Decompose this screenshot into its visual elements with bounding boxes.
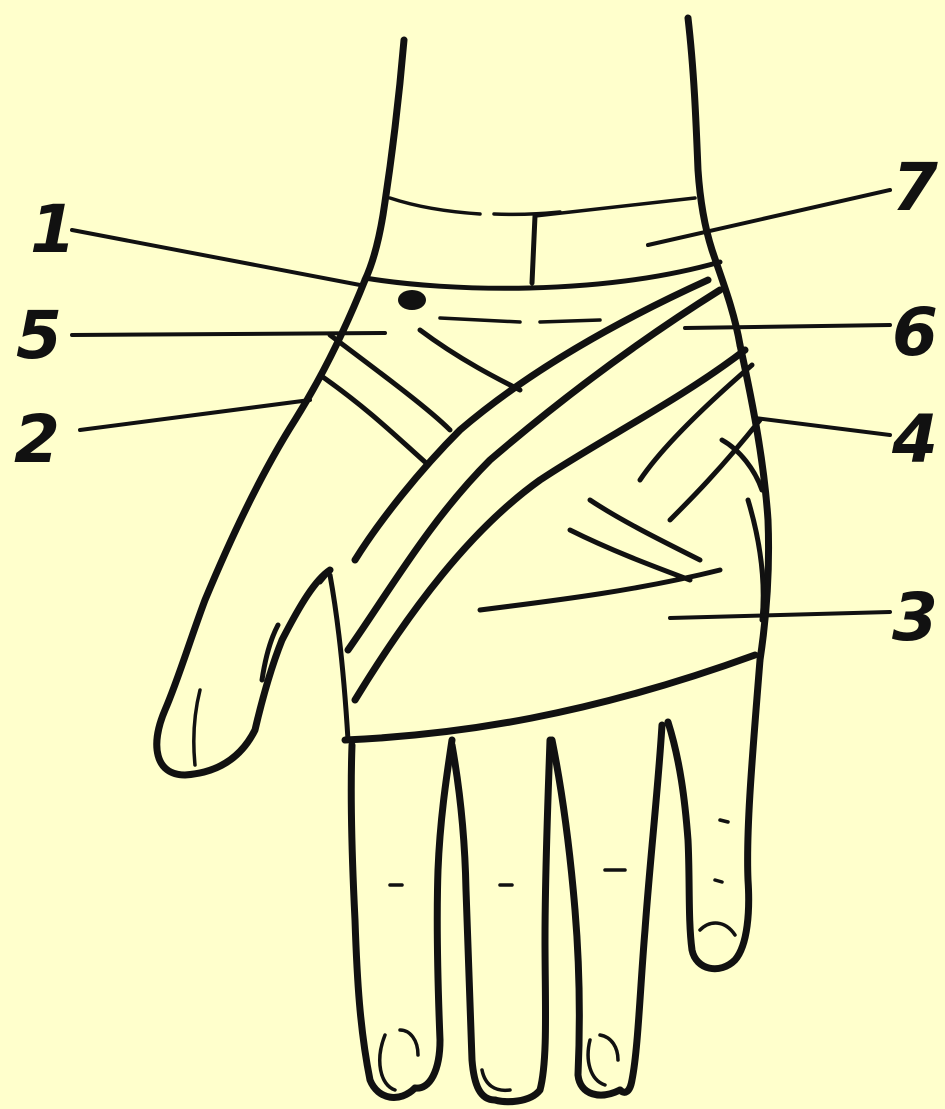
thumb-outline — [157, 280, 365, 775]
leader-1 — [72, 230, 360, 285]
wrist-tour — [398, 290, 600, 322]
callout-6: 6 — [892, 294, 938, 371]
leader-2 — [80, 400, 310, 430]
leader-3 — [670, 612, 890, 618]
bone-knob — [398, 290, 426, 310]
leader-5 — [72, 333, 385, 335]
callout-5: 5 — [16, 297, 62, 374]
figure-eight-tours — [320, 280, 762, 700]
leader-6 — [685, 325, 890, 328]
callout-2: 2 — [14, 401, 60, 478]
hand-edge — [740, 345, 769, 660]
bandage-tour-7 — [365, 198, 720, 288]
callout-1: 1 — [30, 191, 76, 268]
callout-3: 3 — [892, 579, 938, 656]
callout-4: 4 — [891, 401, 938, 478]
fingers — [351, 660, 760, 1102]
callout-7: 7 — [892, 149, 938, 226]
leader-4 — [755, 418, 890, 435]
callout-labels: 1 5 2 7 6 4 3 — [14, 149, 938, 656]
